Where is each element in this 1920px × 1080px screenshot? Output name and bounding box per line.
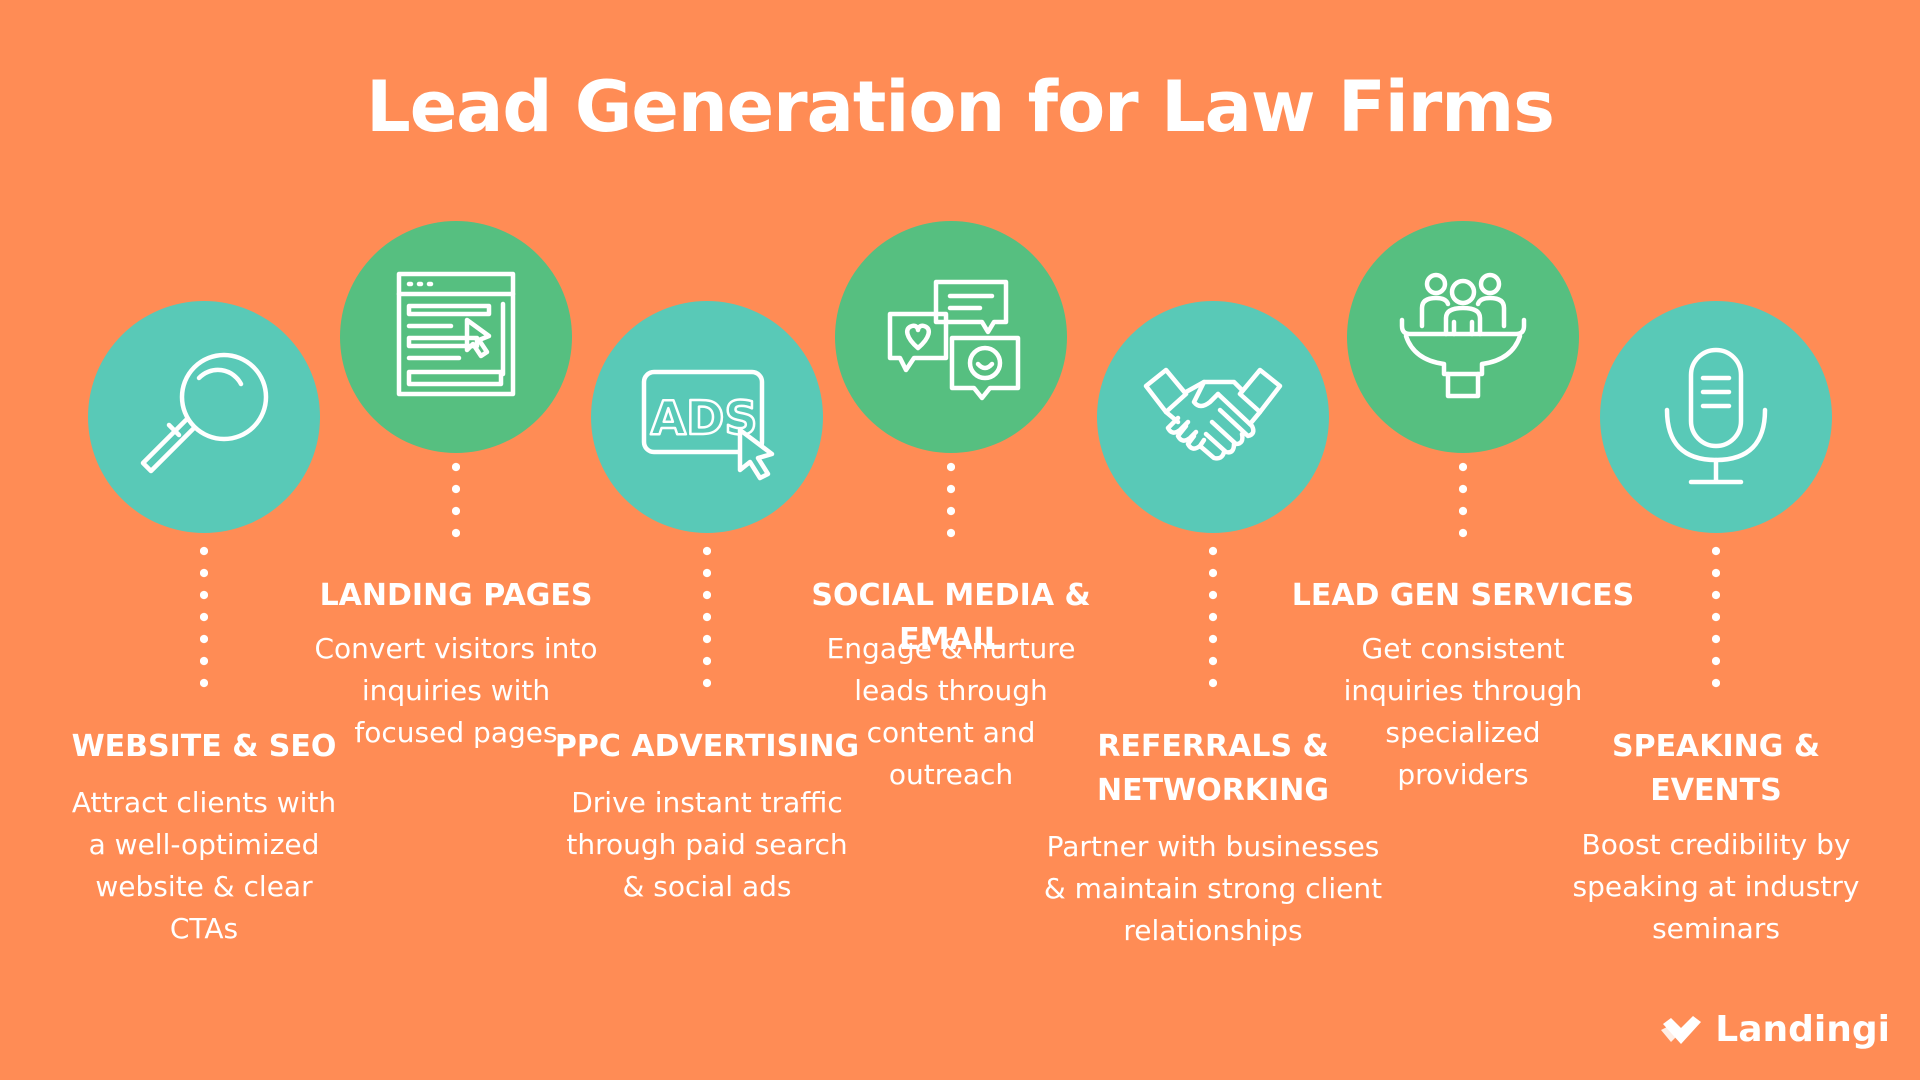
ads-click-icon: ADS bbox=[641, 369, 775, 481]
people-funnel-icon bbox=[1399, 272, 1527, 399]
step-description: Partner with businesses & maintain stron… bbox=[1043, 830, 1383, 947]
step-label: LANDING PAGES bbox=[319, 578, 593, 613]
dotted-connector bbox=[200, 540, 208, 697]
brand-name: Landingi bbox=[1715, 1009, 1890, 1050]
step-label: REFERRALS & NETWORKING bbox=[1097, 729, 1329, 808]
page-title: Lead Generation for Law Firms bbox=[366, 66, 1555, 148]
step-description: Convert visitors into inquiries with foc… bbox=[314, 632, 598, 749]
dotted-connector bbox=[1459, 456, 1467, 550]
dotted-connector bbox=[703, 540, 711, 697]
magnifying-glass-icon bbox=[140, 352, 269, 474]
dotted-connector bbox=[947, 456, 955, 550]
step-label: WEBSITE & SEO bbox=[71, 729, 337, 764]
dotted-connector bbox=[1209, 540, 1217, 697]
step-circle bbox=[835, 221, 1067, 453]
step-description: Drive instant traffic through paid searc… bbox=[566, 786, 848, 903]
landing-page-icon bbox=[396, 271, 516, 397]
step-description: Boost credibility by speaking at industr… bbox=[1572, 828, 1860, 945]
step-circle bbox=[1600, 301, 1832, 533]
step-circle: ADS bbox=[591, 301, 823, 533]
step-label: LEAD GEN SERVICES bbox=[1291, 578, 1635, 613]
handshake-icon bbox=[1143, 367, 1283, 461]
step-circle bbox=[340, 221, 572, 453]
landingi-logo: Landingi bbox=[1659, 1009, 1890, 1050]
microphone-icon bbox=[1664, 347, 1768, 485]
step-label: SOCIAL MEDIA & EMAIL bbox=[811, 578, 1091, 657]
step-description: Attract clients with a well-optimized we… bbox=[71, 786, 337, 945]
step-label: PPC ADVERTISING bbox=[554, 729, 860, 764]
step-circle bbox=[1097, 301, 1329, 533]
dotted-connector bbox=[1712, 540, 1720, 697]
step-label: SPEAKING & EVENTS bbox=[1611, 729, 1821, 808]
chat-bubbles-icon bbox=[887, 279, 1021, 401]
dotted-connector bbox=[452, 456, 460, 550]
step-circle bbox=[1347, 221, 1579, 453]
landingi-logo-icon bbox=[1661, 1015, 1702, 1044]
step-description: Engage & nurture leads through content a… bbox=[826, 632, 1076, 791]
step-description: Get consistent inquiries through special… bbox=[1343, 632, 1583, 791]
step-circle bbox=[88, 301, 320, 533]
